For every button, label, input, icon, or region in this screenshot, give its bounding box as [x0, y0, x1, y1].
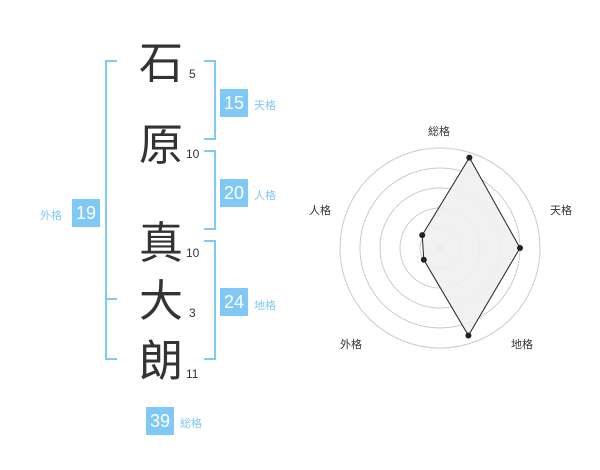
tenkaku-bracket — [204, 60, 216, 140]
soukaku-value: 39 — [146, 407, 174, 435]
radar-axis-label-jinkaku: 人格 — [309, 204, 331, 217]
radar-point-2 — [517, 245, 523, 251]
name-char-5: 朗 — [139, 336, 183, 387]
stroke-count-3: 10 — [186, 246, 200, 260]
stroke-count-1: 5 — [189, 67, 196, 81]
stroke-count-2: 10 — [186, 147, 200, 161]
radar-point-1 — [466, 154, 473, 161]
radar-series-polygon — [421, 156, 521, 337]
gaikaku-bracket — [105, 60, 117, 360]
radar-axis-label-tenkaku: 天格 — [550, 204, 572, 217]
radar-axis-label-gaikaku: 外格 — [340, 338, 362, 351]
jinkaku-label: 人格 — [254, 189, 276, 202]
gaikaku-value: 19 — [72, 199, 100, 227]
name-char-2: 原 — [139, 120, 183, 171]
radar-point-5 — [419, 232, 426, 239]
name-char-4: 大 — [139, 276, 183, 327]
jinkaku-value: 20 — [220, 179, 248, 207]
radar-ring — [339, 147, 541, 349]
tenkaku-label: 天格 — [254, 99, 276, 112]
radar-axis-label-soukaku: 総格 — [428, 125, 450, 138]
radar-axis-label-chikaku: 地格 — [511, 338, 533, 351]
chikaku-bracket — [204, 240, 216, 360]
tenkaku-value: 15 — [220, 89, 248, 117]
radar-point-4 — [420, 256, 427, 263]
stroke-count-4: 3 — [189, 306, 196, 320]
gaikaku-bracket-divider — [105, 298, 117, 300]
stroke-count-5: 11 — [186, 367, 199, 381]
chikaku-label: 地格 — [254, 299, 276, 312]
name-char-1: 石 — [139, 38, 183, 89]
jinkaku-bracket — [204, 150, 216, 230]
radar-point-3 — [465, 332, 472, 339]
gaikaku-label: 外格 — [40, 209, 62, 222]
soukaku-label: 総格 — [180, 417, 202, 430]
name-char-3: 真 — [139, 218, 183, 269]
chikaku-value: 24 — [220, 288, 248, 316]
